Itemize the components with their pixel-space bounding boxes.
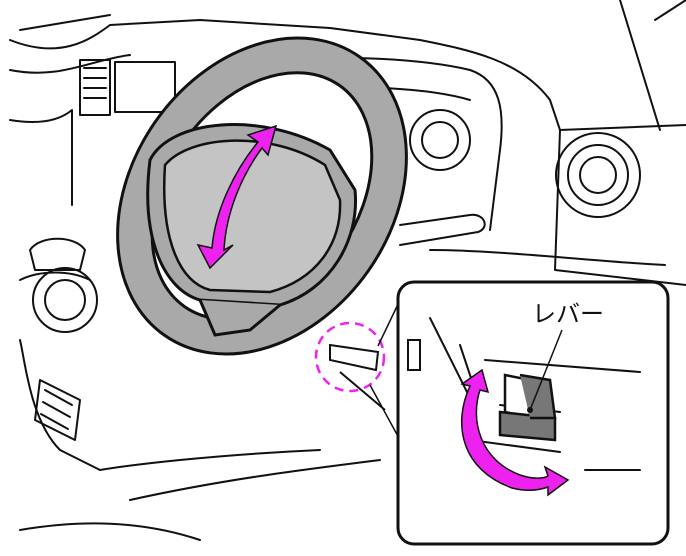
lever-arrow-curve	[460, 368, 570, 497]
lever-small	[329, 343, 386, 411]
lever-callout: レバー	[396, 280, 670, 546]
tilt-arrow	[196, 124, 278, 270]
lever-location-marker	[314, 321, 386, 393]
tilt-lever	[498, 373, 557, 442]
lever-label: レバー	[532, 300, 604, 328]
callout-leaders	[369, 299, 401, 441]
